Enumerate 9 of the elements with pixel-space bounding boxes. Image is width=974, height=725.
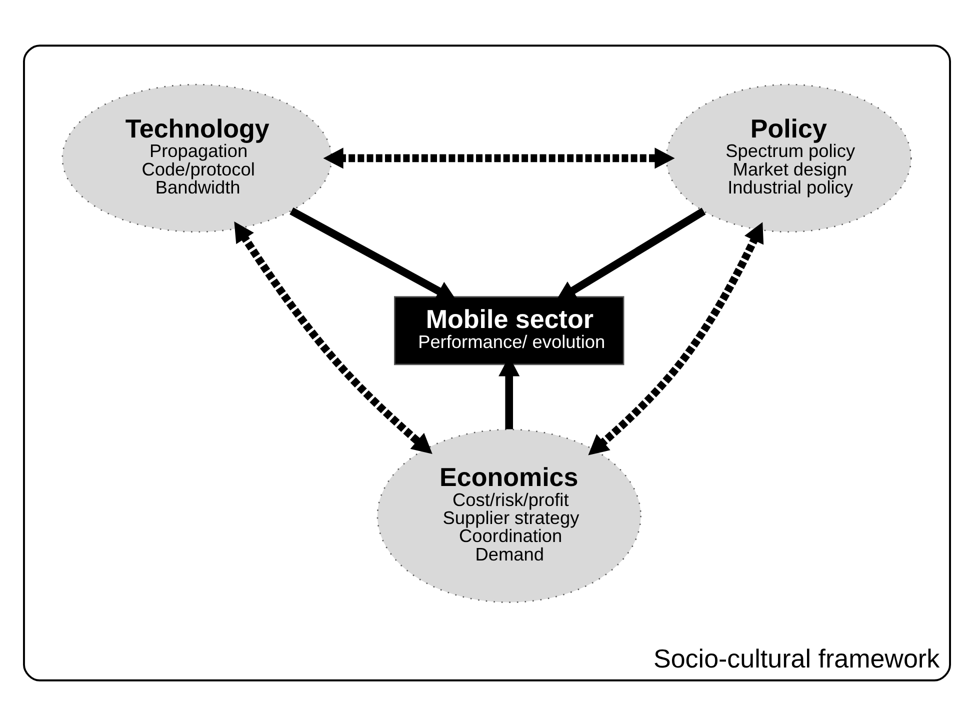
node-ellipse: Economics Cost/risk/profit Supplier strategy Coordination Demand [376, 428, 642, 602]
node-ellipse: Technology Propagation Code/protocol Bandwidth [62, 83, 332, 232]
node-box: Mobile sector Performance/ evolution [394, 296, 624, 365]
arrow [588, 222, 764, 455]
arrow [290, 206, 457, 300]
arrow [323, 147, 675, 168]
node-ellipse: Policy Spectrum policy Market design Industrial policy [666, 83, 912, 232]
arrow [234, 220, 432, 454]
arrow [556, 207, 706, 300]
